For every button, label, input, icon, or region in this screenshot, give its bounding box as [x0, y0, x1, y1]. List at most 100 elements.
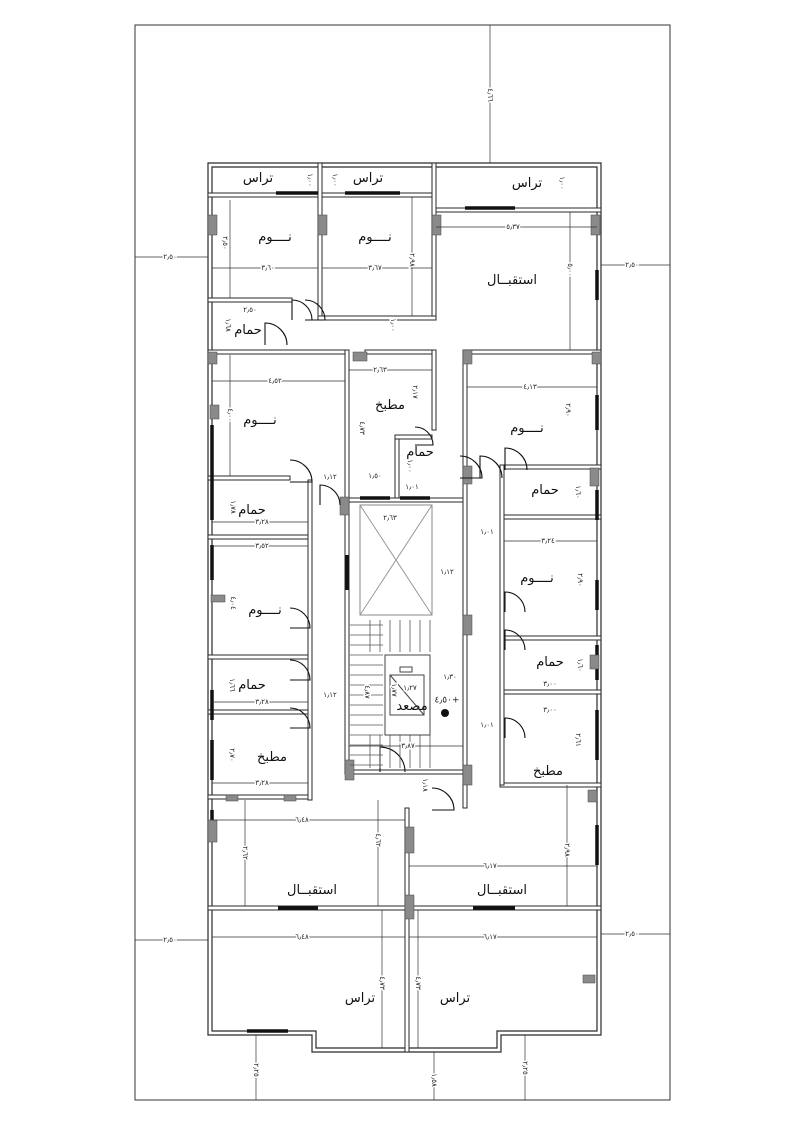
door [289, 707, 311, 729]
door [504, 629, 526, 651]
wall [431, 349, 437, 431]
dimension-label: ٤٫٠٤ [229, 596, 237, 610]
wall [499, 782, 602, 788]
room-label: حمام [234, 323, 262, 338]
dimension-label: ٣٫٢٨ [255, 779, 269, 787]
elevator-diagonal [389, 674, 425, 716]
dimension-label: ٢٫٩٠ [564, 403, 572, 417]
wall [394, 434, 433, 440]
column [352, 351, 368, 362]
dimension-label: ٢٫٩٠ [576, 573, 584, 587]
wall [317, 315, 437, 321]
column [317, 214, 328, 236]
dimension-label: ٢٫٦٣ [373, 366, 387, 374]
dimension-label: ٤٫٦٢ [374, 833, 382, 847]
room-label: استقبــال [487, 273, 537, 288]
room-label: تراس [512, 176, 543, 191]
wall [499, 464, 602, 470]
door [504, 447, 528, 471]
room-label: نــــوم [520, 571, 554, 586]
door [264, 322, 288, 346]
door [304, 299, 326, 321]
dimension-label: ٣٫٦٧ [368, 264, 382, 272]
column [344, 759, 355, 781]
column [462, 349, 473, 365]
wall [499, 514, 602, 520]
wall [462, 349, 602, 355]
room-label: نــــوم [358, 230, 392, 245]
dimension-label: ١٫٠٠ [331, 173, 339, 187]
dimension-label: ٢٫٥٠ [625, 261, 639, 269]
dimension-label: ٥٫٣٧ [506, 223, 520, 231]
dimension-label: ٢٫٦١ [574, 733, 582, 747]
door [379, 746, 406, 773]
dimension-label: ٦٫٤٨ [295, 933, 309, 941]
dimension-label: ١٫٢٧ [403, 684, 417, 692]
room-label: حمام [238, 503, 266, 518]
dimension-label: ١٫٦٠ [576, 658, 584, 672]
wall [431, 207, 602, 213]
column [591, 351, 602, 365]
wall [344, 349, 350, 511]
dimension-label: ١٫٦٨ [224, 318, 232, 332]
dimension-label: ١٫٠٠ [558, 176, 566, 190]
room-label: نــــوم [248, 603, 282, 618]
dimension-label: ١٫٦٠ [574, 485, 582, 499]
door [319, 484, 341, 506]
dimension-label: ٤٫٦٦ [486, 88, 494, 102]
dimension-label: ١٫٠٠ [306, 173, 314, 187]
column [207, 214, 218, 236]
column [210, 594, 226, 603]
level-marker-icon [441, 709, 449, 717]
column [462, 614, 473, 636]
dimension-label: ١٫٥٠ [368, 472, 382, 480]
door [504, 591, 526, 613]
dimension-label: ٤٫٧٣ [358, 421, 366, 435]
dimension-label: ١٫٦٦ [228, 678, 236, 692]
dimension-label: ١٫١٨ [421, 778, 429, 792]
column [582, 974, 596, 984]
wall [207, 709, 309, 715]
dimension-label: ٢٫٧٠ [228, 748, 236, 762]
room-label: تراس [440, 991, 471, 1006]
wall [207, 349, 346, 355]
dimension-label: ٣٫٢٨ [255, 518, 269, 526]
elevator-counterweight [399, 666, 413, 673]
door [504, 717, 526, 739]
dimension-label: ٤٫٨٧ [363, 685, 371, 699]
level-label: ٤٫٥٠+ [435, 696, 460, 706]
dimension-label: ٢٫٢٥ [252, 1063, 260, 1077]
dimension-label: ١٫٠٠ [406, 459, 414, 473]
column [207, 351, 218, 365]
room-label: تراس [353, 171, 384, 186]
room-label: تراس [243, 171, 274, 186]
dimension-label: ٤٫٥٢ [268, 377, 282, 385]
dimension-label: ٢٫٥٠ [163, 936, 177, 944]
dimension-label: ٢٫٥٠ [625, 930, 639, 938]
dimension-label: ٢٫٥٠ [163, 253, 177, 261]
wall [499, 689, 602, 695]
staircase [350, 504, 433, 768]
wall [344, 769, 464, 775]
column [404, 826, 415, 854]
room-label: حمام [406, 445, 434, 460]
building-outline [207, 162, 602, 1053]
room-label: نــــوم [243, 413, 277, 428]
column [431, 214, 442, 236]
room-label: مطبخ [257, 750, 287, 765]
dimension-label: ١٫٧٨ [229, 500, 237, 514]
door [289, 607, 311, 629]
wall [394, 434, 400, 501]
dimension-label: ١٫١٢ [323, 691, 337, 699]
room-label: تراس [345, 991, 376, 1006]
dimension-label: ٣٫٠٠ [543, 680, 557, 688]
door [431, 787, 455, 811]
dimension-label: ٣٫٦٠ [261, 264, 275, 272]
dimension-label: ٤٫٧٣ [378, 976, 386, 990]
room-label: نــــوم [510, 421, 544, 436]
wall [431, 162, 437, 321]
room-label: حمام [536, 655, 564, 670]
room-label: نــــوم [258, 230, 292, 245]
dimension-label: ٦٫١٧ [483, 862, 497, 870]
dimension-label: ٤٫١٣ [523, 383, 537, 391]
